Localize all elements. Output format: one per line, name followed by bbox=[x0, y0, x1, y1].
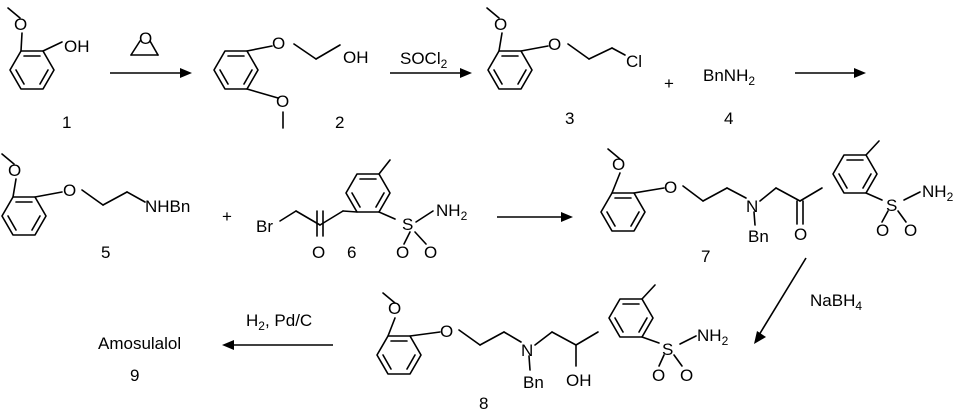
reaction-arrow-3 bbox=[795, 68, 866, 78]
compound-2: O OH O 2 bbox=[213, 34, 369, 132]
compound-6: Br O S O O NH2 6 bbox=[256, 159, 468, 262]
sulfonyl-oxygen-1: O bbox=[396, 243, 409, 262]
compound-7: O O N Bn O S O O NH2 7 bbox=[600, 140, 954, 266]
sulfur-label: S bbox=[402, 215, 413, 234]
compound-number: 1 bbox=[62, 113, 71, 132]
hydroxyl-label: OH bbox=[566, 371, 592, 390]
oxygen-label: O bbox=[14, 15, 27, 34]
epoxide-oxygen: O bbox=[139, 29, 152, 48]
ether-oxygen: O bbox=[440, 322, 453, 341]
ether-oxygen: O bbox=[664, 178, 677, 197]
compound-number: 6 bbox=[347, 243, 356, 262]
benzene-ring bbox=[213, 50, 259, 90]
benzene-ring bbox=[345, 173, 391, 213]
benzyl-label: Bn bbox=[523, 373, 544, 392]
nitrogen-label: N bbox=[521, 341, 533, 360]
sulfonamide-label: NH2 bbox=[436, 201, 468, 223]
carbonyl-oxygen: O bbox=[794, 225, 807, 244]
methoxy-oxygen: O bbox=[8, 161, 21, 180]
reagent-hydrogenation: H2, Pd/C bbox=[246, 311, 312, 333]
sulfur-label: S bbox=[886, 196, 897, 215]
ether-oxygen: O bbox=[548, 35, 561, 54]
benzene-ring bbox=[832, 154, 878, 194]
amine-label: NHBn bbox=[145, 197, 190, 216]
reaction-arrow-6: H2, Pd/C bbox=[222, 311, 333, 350]
benzene-ring bbox=[487, 50, 533, 90]
reaction-arrow-1 bbox=[110, 68, 192, 78]
benzyl-label: Bn bbox=[748, 227, 769, 246]
compound-number: 7 bbox=[701, 247, 710, 266]
benzene-ring bbox=[1, 196, 47, 236]
product-name: Amosulalol bbox=[98, 334, 181, 353]
plus-sign: + bbox=[222, 207, 232, 226]
compound-3: O O Cl 3 bbox=[486, 7, 642, 128]
methoxy-oxygen: O bbox=[612, 155, 625, 174]
reaction-arrow-4 bbox=[497, 212, 573, 222]
methoxy-oxygen: O bbox=[494, 15, 507, 34]
hydroxyl-label: OH bbox=[64, 37, 90, 56]
benzylamine-formula: BnNH2 bbox=[703, 66, 755, 88]
sulfonyl-oxygen-2: O bbox=[680, 366, 693, 385]
sulfonyl-oxygen-1: O bbox=[652, 366, 665, 385]
compound-number: 8 bbox=[479, 394, 488, 413]
nitrogen-label: N bbox=[746, 197, 758, 216]
plus-sign: + bbox=[664, 74, 674, 93]
compound-number: 9 bbox=[130, 366, 139, 385]
reaction-arrow-5: NaBH4 bbox=[754, 257, 862, 344]
sulfonamide-label: NH2 bbox=[697, 326, 729, 348]
compound-number: 5 bbox=[101, 243, 110, 262]
benzene-ring bbox=[376, 335, 422, 375]
compound-8: O O N Bn OH S O O NH2 8 bbox=[376, 284, 729, 413]
sulfur-label: S bbox=[662, 340, 673, 359]
sulfonyl-oxygen-1: O bbox=[876, 221, 889, 240]
ether-oxygen: O bbox=[63, 181, 76, 200]
benzene-ring bbox=[608, 298, 654, 338]
compound-4: BnNH2 4 bbox=[703, 66, 755, 128]
carbonyl-oxygen: O bbox=[312, 243, 325, 262]
sulfonamide-label: NH2 bbox=[922, 182, 954, 204]
reagent-socl2: SOCl2 bbox=[400, 49, 448, 71]
ether-oxygen: O bbox=[272, 34, 285, 53]
compound-number: 3 bbox=[565, 109, 574, 128]
methoxy-oxygen: O bbox=[276, 92, 289, 111]
reagent-nabh4: NaBH4 bbox=[810, 291, 862, 313]
sulfonyl-oxygen-2: O bbox=[424, 243, 437, 262]
sulfonyl-oxygen-2: O bbox=[904, 221, 917, 240]
epoxide-reagent: O bbox=[130, 29, 159, 56]
compound-5: O O NHBn 5 bbox=[1, 153, 190, 262]
compound-number: 2 bbox=[335, 113, 344, 132]
compound-9: Amosulalol 9 bbox=[98, 334, 181, 385]
benzene-ring bbox=[9, 50, 55, 90]
compound-1: O OH 1 bbox=[7, 7, 90, 132]
reaction-arrow-2: SOCl2 bbox=[390, 49, 472, 78]
bromine-label: Br bbox=[256, 217, 273, 236]
chlorine-label: Cl bbox=[626, 52, 642, 71]
hydroxyl-label: OH bbox=[343, 48, 369, 67]
compound-number: 4 bbox=[724, 109, 733, 128]
benzene-ring bbox=[600, 192, 646, 232]
methoxy-oxygen: O bbox=[388, 299, 401, 318]
